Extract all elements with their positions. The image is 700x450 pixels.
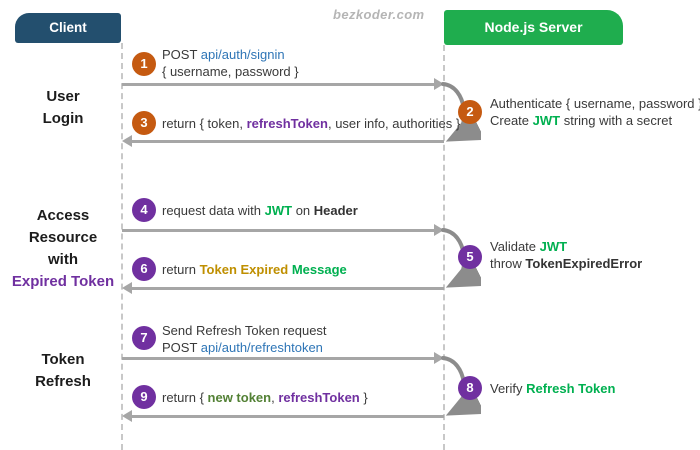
msg-text: return { (162, 390, 208, 405)
step-badge-9: 9 (132, 385, 156, 409)
msg-text: POST (162, 47, 201, 62)
section-line: Login (42, 110, 84, 127)
message-step-6: return Token Expired Message (162, 261, 347, 278)
message-step-9: return { new token, refreshToken } (162, 389, 368, 406)
section-line: Resource (28, 229, 98, 246)
section-line: Access (36, 207, 90, 224)
msg-text: { username, password } (162, 64, 299, 79)
arrow-signin-request (122, 78, 444, 90)
msg-jwt: JWT (532, 113, 561, 128)
message-step-4: request data with JWT on Header (162, 202, 358, 219)
message-step-2: Authenticate { username, password } Crea… (490, 95, 700, 129)
msg-error-name: TokenExpiredError (525, 256, 643, 271)
message-step-7: Send Refresh Token request POST api/auth… (162, 322, 327, 356)
msg-text: throw (490, 256, 526, 271)
msg-text: , user info, authorities } (327, 116, 461, 131)
section-line-highlight: Expired Token (11, 273, 115, 290)
section-label-token-refresh: Token Refresh (0, 349, 126, 393)
msg-api-path: api/auth/signin (200, 47, 285, 62)
msg-text: Verify (490, 381, 527, 396)
msg-text: return { token, (162, 116, 247, 131)
msg-text: Create (490, 113, 533, 128)
message-step-8: Verify Refresh Token (490, 380, 615, 397)
msg-text: return (162, 262, 200, 277)
arrow-resource-request (122, 224, 444, 236)
msg-jwt: JWT (539, 239, 568, 254)
step-badge-8: 8 (458, 376, 482, 400)
msg-text: request data with (162, 203, 265, 218)
section-line: Refresh (35, 373, 91, 390)
msg-token-expired: Token Expired (199, 262, 289, 277)
step-badge-1: 1 (132, 52, 156, 76)
msg-refresh-token: refreshToken (246, 116, 328, 131)
step-badge-7: 7 (132, 326, 156, 350)
section-line: Token (41, 351, 85, 368)
step-badge-2: 2 (458, 100, 482, 124)
msg-text: POST (162, 340, 201, 355)
actor-server-label: Node.js Server (484, 19, 583, 35)
message-step-5: Validate JWT throw TokenExpiredError (490, 238, 642, 272)
step-badge-6: 6 (132, 257, 156, 281)
msg-text: Authenticate { username, password } (490, 96, 700, 111)
section-label-user-login: User Login (0, 86, 126, 130)
section-line: User (46, 88, 80, 105)
client-lifeline (121, 43, 123, 450)
msg-new-token: new token (207, 390, 272, 405)
actor-client-header: Client (15, 13, 121, 43)
msg-text: , (271, 390, 279, 405)
section-label-access-resource: Access Resource with Expired Token (0, 205, 126, 293)
msg-text: } (359, 390, 368, 405)
actor-server-header: Node.js Server (444, 10, 623, 45)
step-badge-5: 5 (458, 245, 482, 269)
message-step-3: return { token, refreshToken, user info,… (162, 115, 460, 132)
message-step-1: POST api/auth/signin { username, passwor… (162, 46, 299, 80)
step-badge-4: 4 (132, 198, 156, 222)
arrow-token-expired-response (122, 282, 444, 294)
arrow-signin-response (122, 135, 444, 147)
msg-refresh-token: Refresh Token (526, 381, 616, 396)
watermark: bezkoder.com (333, 7, 425, 22)
msg-text: Validate (490, 239, 540, 254)
arrow-refresh-request (122, 352, 444, 364)
actor-client-label: Client (49, 20, 87, 35)
msg-message: Message (291, 262, 347, 277)
server-lifeline (443, 45, 445, 450)
arrow-refresh-response (122, 410, 444, 422)
msg-text: on (292, 203, 314, 218)
msg-jwt: JWT (264, 203, 293, 218)
msg-text: Send Refresh Token request (162, 323, 327, 338)
msg-text: string with a secret (560, 113, 673, 128)
msg-header: Header (313, 203, 358, 218)
msg-api-path: api/auth/refreshtoken (200, 340, 323, 355)
section-line: with (48, 251, 78, 268)
step-badge-3: 3 (132, 111, 156, 135)
msg-refresh-token: refreshToken (278, 390, 360, 405)
